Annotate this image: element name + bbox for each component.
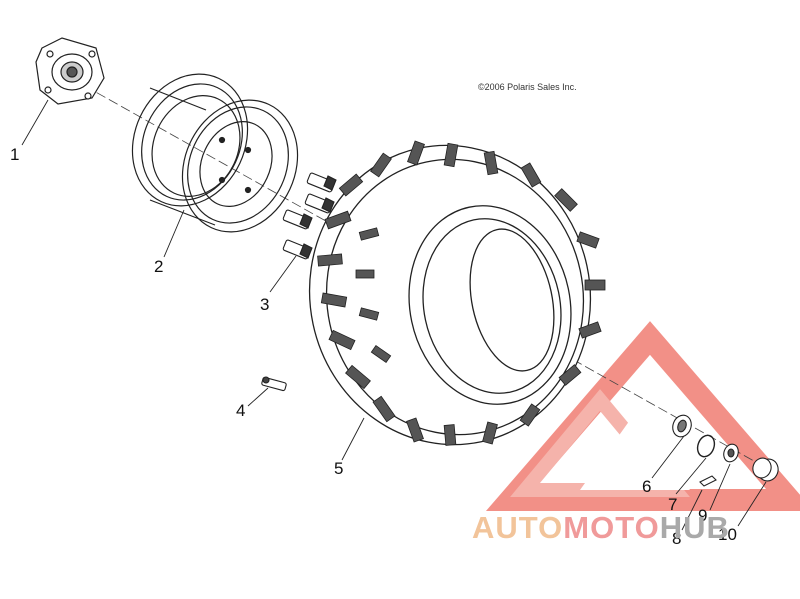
callout-8: 8: [672, 529, 682, 548]
castle-nut: [723, 443, 739, 463]
washer: [672, 414, 692, 438]
hub: [35, 37, 105, 105]
callout-4: 4: [236, 401, 246, 420]
watermark-part-moto: MOTO: [563, 510, 660, 545]
callout-5: 5: [334, 459, 344, 478]
callout-9: 9: [698, 506, 708, 525]
watermark-text: AUTOMOTOHUB: [472, 512, 730, 543]
tire: [308, 140, 606, 446]
watermark-logo: [485, 321, 800, 511]
callout-2: 2: [154, 257, 164, 276]
o-ring: [696, 434, 716, 458]
wheel-rim: [131, 73, 299, 233]
callout-3: 3: [260, 295, 270, 314]
callout-6: 6: [642, 477, 652, 496]
watermark-part-hub: HUB: [659, 510, 730, 545]
dust-cap: [752, 457, 779, 482]
watermark-part-auto: AUTO: [472, 510, 564, 545]
cotter-pin: [699, 475, 717, 487]
copyright-notice: ©2006 Polaris Sales Inc.: [478, 82, 577, 92]
callout-7: 7: [668, 495, 678, 514]
valve-stem: [261, 376, 287, 392]
lug-nuts: [282, 172, 337, 260]
callout-1: 1: [10, 145, 20, 164]
callout-10: 10: [718, 525, 737, 544]
leader-lines: [21, 99, 767, 531]
